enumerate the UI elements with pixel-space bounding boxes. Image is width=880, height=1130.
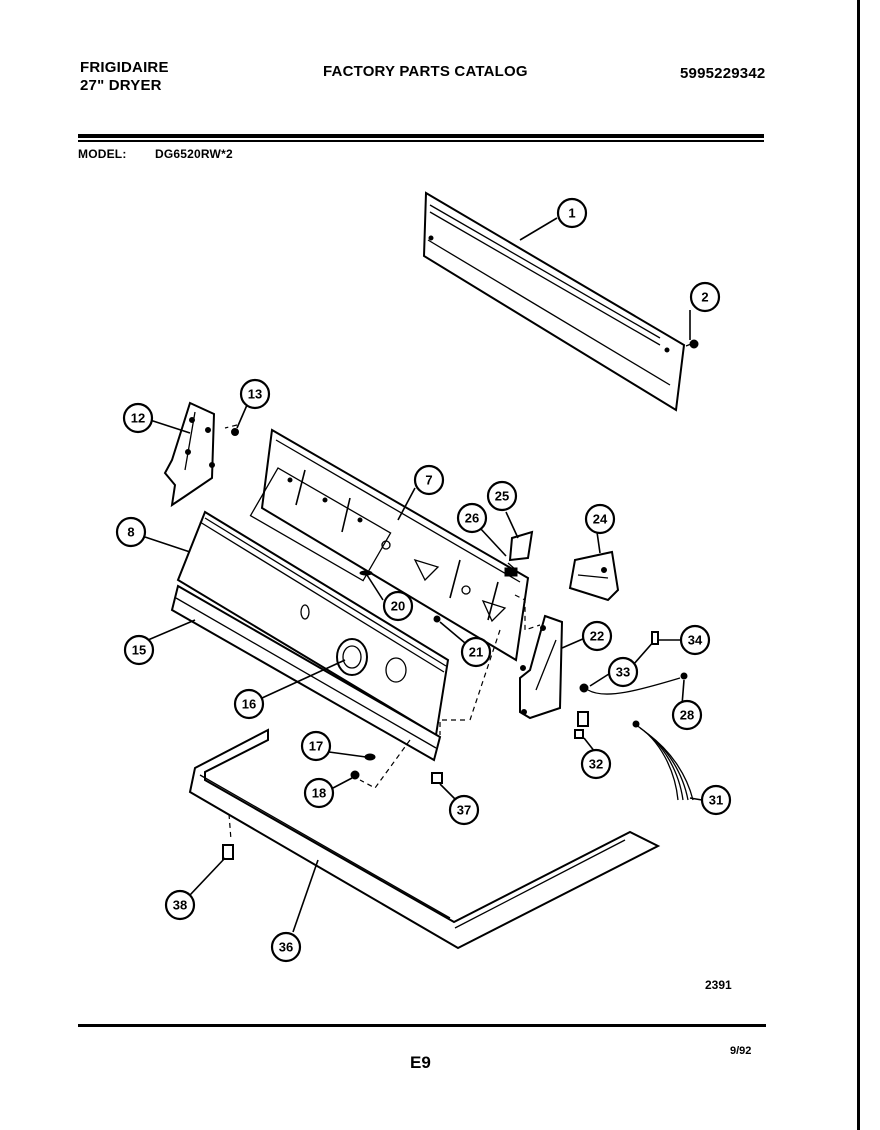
svg-text:1: 1	[568, 206, 575, 221]
svg-text:28: 28	[680, 708, 694, 723]
svg-text:33: 33	[616, 665, 630, 680]
svg-text:18: 18	[312, 786, 326, 801]
part-lamp	[632, 631, 659, 666]
svg-text:17: 17	[309, 739, 323, 754]
revision-date: 9/92	[730, 1045, 752, 1057]
model-value: DG6520RW*2	[155, 147, 233, 161]
callout-31: 31	[700, 784, 732, 816]
page-edge	[857, 0, 860, 1130]
header-rule-thick	[78, 134, 764, 138]
part-screw	[685, 339, 699, 349]
svg-text:32: 32	[589, 757, 603, 772]
part-trim-strip	[170, 584, 442, 762]
catalog-title: FACTORY PARTS CATALOG	[323, 63, 528, 80]
callout-13: 13	[239, 378, 271, 410]
part-wire-harness	[579, 672, 688, 695]
callout-38: 38	[164, 889, 196, 921]
part-control-panel	[249, 428, 530, 662]
callout-12: 12	[122, 402, 154, 434]
page-id: E9	[410, 1053, 431, 1072]
svg-text:13: 13	[248, 387, 262, 402]
part-switch	[507, 530, 534, 571]
part-screw-small	[231, 428, 239, 436]
part-leveling-leg	[222, 813, 234, 860]
svg-text:38: 38	[173, 898, 187, 913]
svg-text:8: 8	[127, 525, 134, 540]
callout-15: 15	[123, 634, 155, 666]
part-screw-18	[350, 770, 360, 780]
svg-text:12: 12	[131, 411, 145, 426]
part-connector	[574, 711, 589, 739]
svg-text:22: 22	[590, 629, 604, 644]
svg-text:25: 25	[495, 489, 509, 504]
part-right-end-cap	[519, 614, 564, 720]
callout-32: 32	[580, 748, 612, 780]
svg-text:7: 7	[425, 473, 432, 488]
callout-22: 22	[581, 620, 613, 652]
callout-33: 33	[607, 656, 639, 688]
svg-text:15: 15	[132, 643, 146, 658]
svg-text:26: 26	[465, 511, 479, 526]
model-label: MODEL:	[78, 147, 127, 161]
svg-text:36: 36	[279, 940, 293, 955]
svg-text:34: 34	[688, 633, 703, 648]
callout-28: 28	[671, 699, 703, 731]
part-screw-17	[364, 753, 376, 761]
brand-name: FRIGIDAIRE	[80, 59, 169, 76]
svg-text:2: 2	[701, 290, 708, 305]
svg-text:24: 24	[593, 512, 608, 527]
svg-text:37: 37	[457, 803, 471, 818]
callout-16: 16	[233, 688, 265, 720]
diagram-number: 2391	[705, 978, 732, 992]
callout-20: 20	[382, 590, 414, 622]
part-cable-bundle	[632, 720, 694, 801]
svg-text:20: 20	[391, 599, 405, 614]
part-indicator	[359, 570, 373, 576]
callout-36: 36	[270, 931, 302, 963]
part-timer	[568, 550, 620, 602]
callout-24: 24	[584, 503, 616, 535]
callout-18: 18	[303, 777, 335, 809]
callout-37: 37	[448, 794, 480, 826]
callout-8: 8	[115, 516, 147, 548]
callout-25: 25	[486, 480, 518, 512]
callout-26: 26	[456, 502, 488, 534]
svg-text:31: 31	[709, 793, 723, 808]
product-name: 27" DRYER	[80, 77, 162, 94]
callout-34: 34	[679, 624, 711, 656]
part-left-end-cap	[163, 401, 216, 508]
part-dial	[336, 638, 368, 676]
svg-text:16: 16	[242, 697, 256, 712]
callout-2: 2	[689, 281, 721, 313]
catalog-part-number: 5995229342	[680, 65, 766, 82]
header-rule-thin	[78, 140, 764, 142]
callout-7: 7	[413, 464, 445, 496]
part-top-cover	[188, 728, 661, 950]
callout-21: 21	[460, 636, 492, 668]
callout-1: 1	[556, 197, 588, 229]
part-rear-panel	[422, 191, 686, 412]
part-clip	[431, 772, 443, 784]
svg-text:21: 21	[469, 645, 483, 660]
callout-17: 17	[300, 730, 332, 762]
footer-rule	[78, 1024, 766, 1027]
part-push-button	[433, 615, 441, 623]
